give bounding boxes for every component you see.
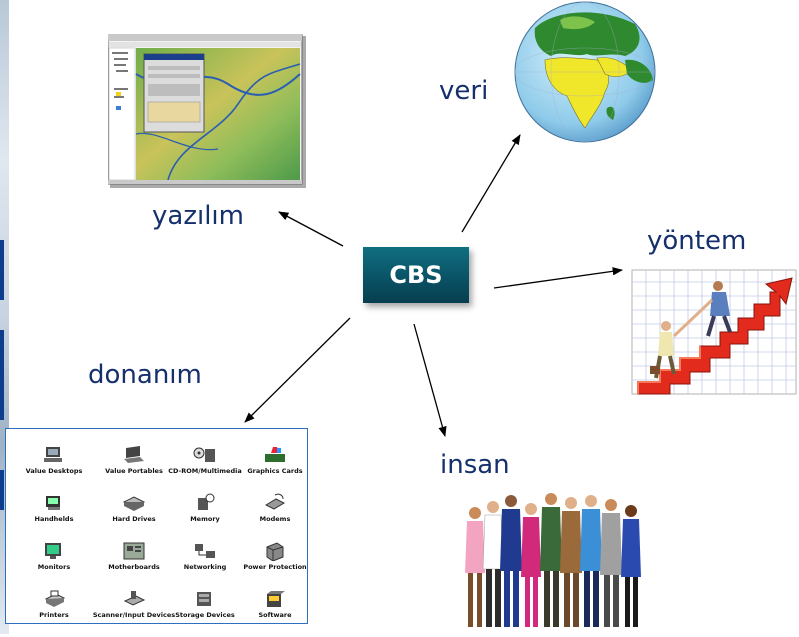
hardware-label: donanım <box>88 360 202 390</box>
hardware-item-label: Storage Devices <box>175 611 235 619</box>
modem-icon <box>263 493 287 513</box>
people-label: insan <box>440 450 510 480</box>
hardware-item-label: Graphics Cards <box>247 467 303 475</box>
hardware-item-label: Printers <box>39 611 69 619</box>
hard-drive-icon <box>122 493 146 513</box>
hardware-item-label: Motherboards <box>108 563 160 571</box>
hardware-item-label: Value Portables <box>105 467 163 475</box>
hardware-item: Networking <box>170 525 240 573</box>
hardware-item: Power Protection <box>240 525 310 573</box>
memory-chip-icon <box>193 493 217 513</box>
arrow-to-data <box>461 134 521 233</box>
center-node-label: CBS <box>389 261 443 289</box>
method-stairs-image <box>626 266 799 402</box>
arrow-to-software <box>278 211 344 247</box>
graphics-card-icon <box>263 445 287 465</box>
storage-device-icon <box>193 589 217 609</box>
monitor-icon <box>42 541 66 561</box>
desktop-computer-icon <box>42 445 66 465</box>
hardware-item: Monitors <box>10 525 98 573</box>
hardware-item-label: Modems <box>259 515 291 523</box>
hardware-item: Storage Devices <box>170 573 240 621</box>
hardware-item-label: Software <box>258 611 292 619</box>
arrow-to-people <box>413 323 447 438</box>
hardware-item-label: Memory <box>190 515 220 523</box>
slide-left-edge <box>0 0 9 634</box>
hardware-item-label: Handhelds <box>34 515 74 523</box>
hardware-item-label: Power Protection <box>243 563 307 571</box>
software-label: yazılım <box>152 201 244 231</box>
software-box-icon <box>263 589 287 609</box>
power-protection-icon <box>263 541 287 561</box>
hardware-catalog-panel: Value Desktops Value Portables CD-ROM/Mult… <box>5 428 308 624</box>
scanner-icon <box>122 589 146 609</box>
hardware-item: CD-ROM/Multimedia <box>168 429 242 477</box>
center-node-cbs: CBS <box>363 247 469 303</box>
arrow-to-hardware <box>244 317 351 423</box>
hardware-item: Handhelds <box>10 477 98 525</box>
arrow-to-method <box>493 267 624 289</box>
hardware-item-label: Monitors <box>37 563 71 571</box>
handheld-device-icon <box>42 493 66 513</box>
hardware-item: Hard Drives <box>98 477 170 525</box>
printer-icon <box>42 589 66 609</box>
data-label: veri <box>439 76 489 106</box>
motherboard-icon <box>122 541 146 561</box>
hardware-item-label: CD-ROM/Multimedia <box>168 467 242 475</box>
hardware-item: Value Desktops <box>10 429 98 477</box>
globe-image <box>505 0 665 150</box>
hardware-item: Graphics Cards <box>240 429 310 477</box>
hardware-item: Printers <box>10 573 98 621</box>
hardware-item-label: Value Desktops <box>25 467 83 475</box>
software-screenshot-image <box>107 33 306 192</box>
method-label: yöntem <box>647 226 747 256</box>
hardware-item: Value Portables <box>98 429 170 477</box>
hardware-item: Scanner/Input Devices <box>93 573 175 621</box>
hardware-item: Memory <box>170 477 240 525</box>
hardware-item: Software <box>240 573 310 621</box>
cd-rom-multimedia-icon <box>193 445 217 465</box>
hardware-item: Motherboards <box>98 525 170 573</box>
hardware-item: Modems <box>240 477 310 525</box>
hardware-item-label: Hard Drives <box>112 515 156 523</box>
networking-icon <box>193 541 217 561</box>
hardware-item-label: Networking <box>183 563 227 571</box>
people-group-image <box>455 487 651 637</box>
laptop-icon <box>122 445 146 465</box>
hardware-item-label: Scanner/Input Devices <box>92 611 176 619</box>
